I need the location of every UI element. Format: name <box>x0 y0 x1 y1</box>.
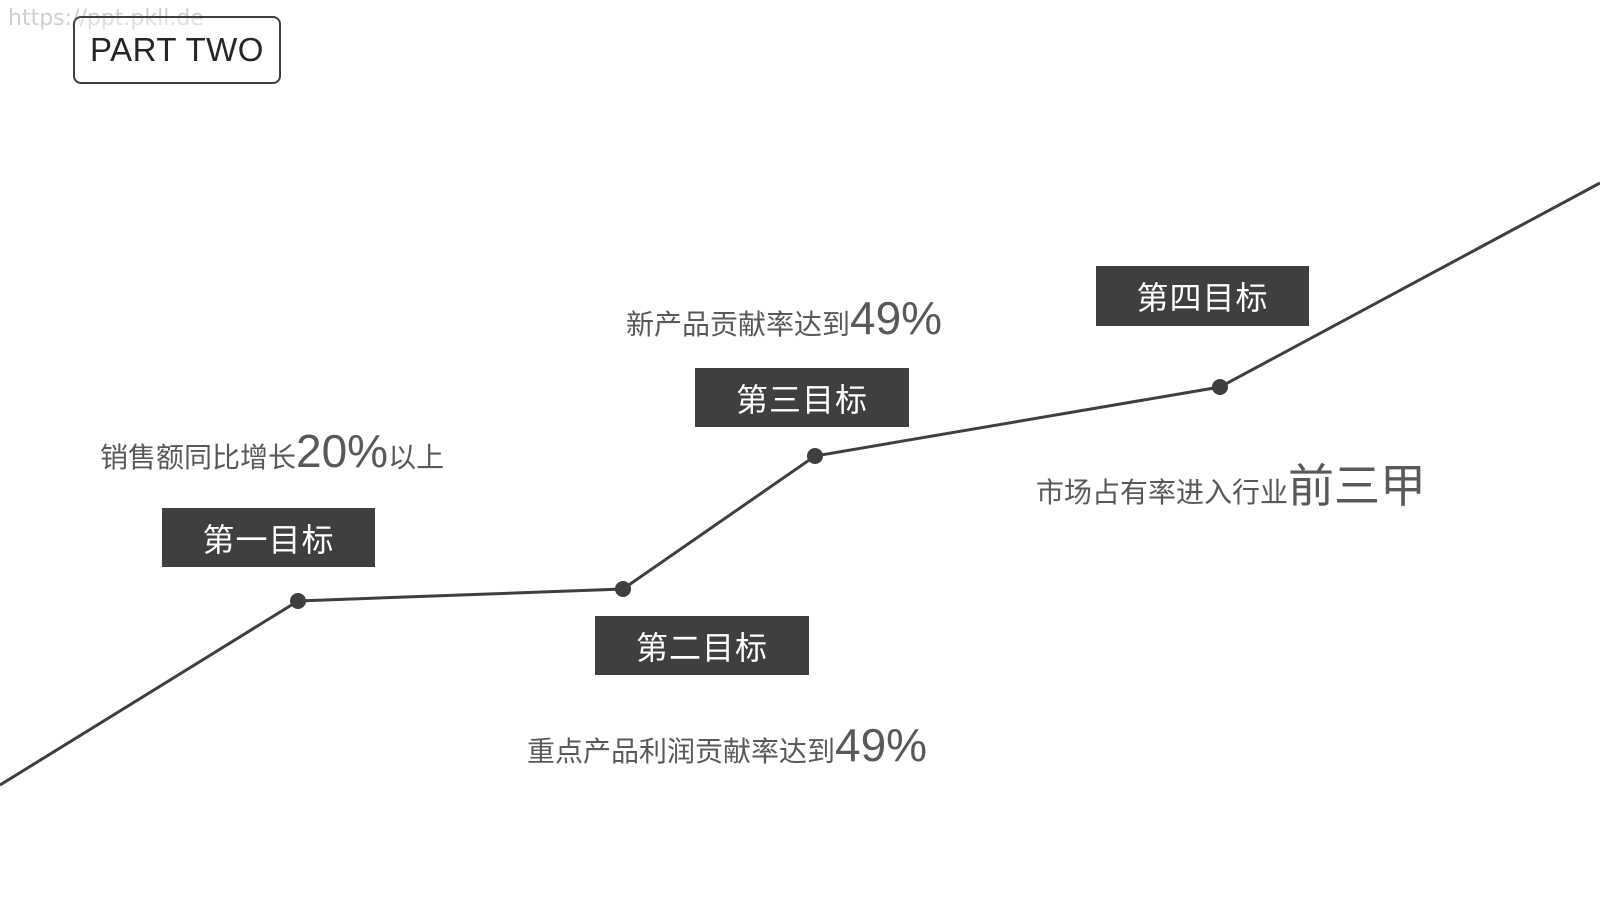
milestone-dot-4 <box>1212 379 1228 395</box>
goal-3-desc-prefix: 新产品贡献率达到 <box>626 308 851 341</box>
milestone-dot-1 <box>290 593 306 609</box>
goal-4-label: 第四目标 <box>1096 266 1309 326</box>
goal-2-desc-value: 49% <box>835 719 928 771</box>
goal-1-description: 销售额同比增长20%以上 <box>100 424 444 478</box>
goal-1-desc-value: 20% <box>296 425 389 477</box>
goal-4-description: 市场占有率进入行业前三甲 <box>1036 450 1426 516</box>
goal-1-label: 第一目标 <box>162 508 375 567</box>
goal-2-label: 第二目标 <box>595 616 809 675</box>
goal-2-desc-prefix: 重点产品利润贡献率达到 <box>527 735 836 768</box>
goal-1-desc-suffix: 以上 <box>388 441 445 474</box>
goal-2-description: 重点产品利润贡献率达到49% <box>527 718 927 772</box>
growth-polyline <box>0 181 1600 787</box>
goal-3-desc-value: 49% <box>850 292 943 344</box>
milestone-dot-2 <box>615 581 631 597</box>
goal-4-desc-value: 前三甲 <box>1288 460 1427 512</box>
goal-3-description: 新产品贡献率达到49% <box>626 291 942 345</box>
section-label: PART TWO <box>73 16 281 84</box>
milestone-dot-3 <box>807 448 823 464</box>
watermark-url: https://ppt.pkll.de <box>8 6 204 31</box>
goal-1-desc-prefix: 销售额同比增长 <box>100 441 297 474</box>
goal-3-label: 第三目标 <box>695 368 909 427</box>
goal-4-desc-prefix: 市场占有率进入行业 <box>1036 476 1289 509</box>
